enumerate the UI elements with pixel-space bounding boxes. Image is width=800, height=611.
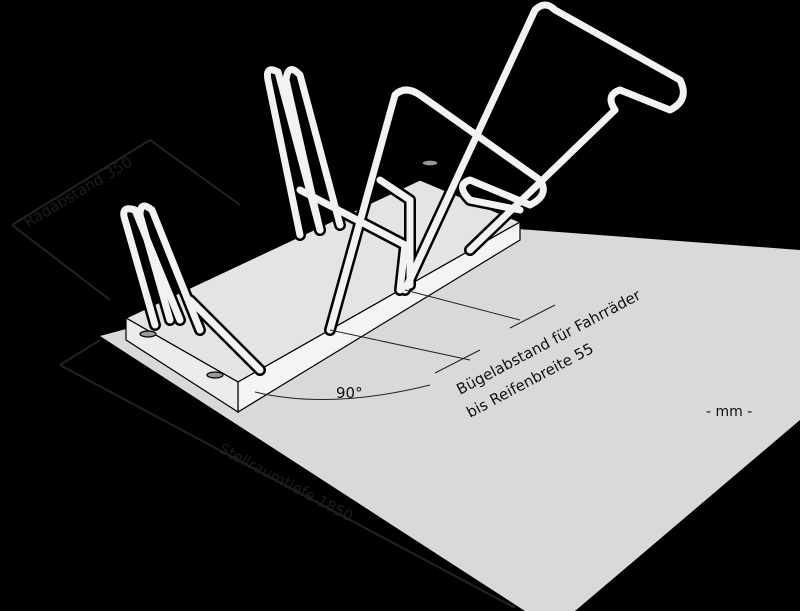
- angle-label: 90°: [336, 384, 363, 402]
- wheel-spacing-label: Radabstand 350: [21, 153, 136, 232]
- annotation-lines: [254, 289, 556, 401]
- rack-hoops: [117, 0, 690, 376]
- dimension-lines: [11, 139, 516, 609]
- unit-label: - mm -: [706, 404, 752, 420]
